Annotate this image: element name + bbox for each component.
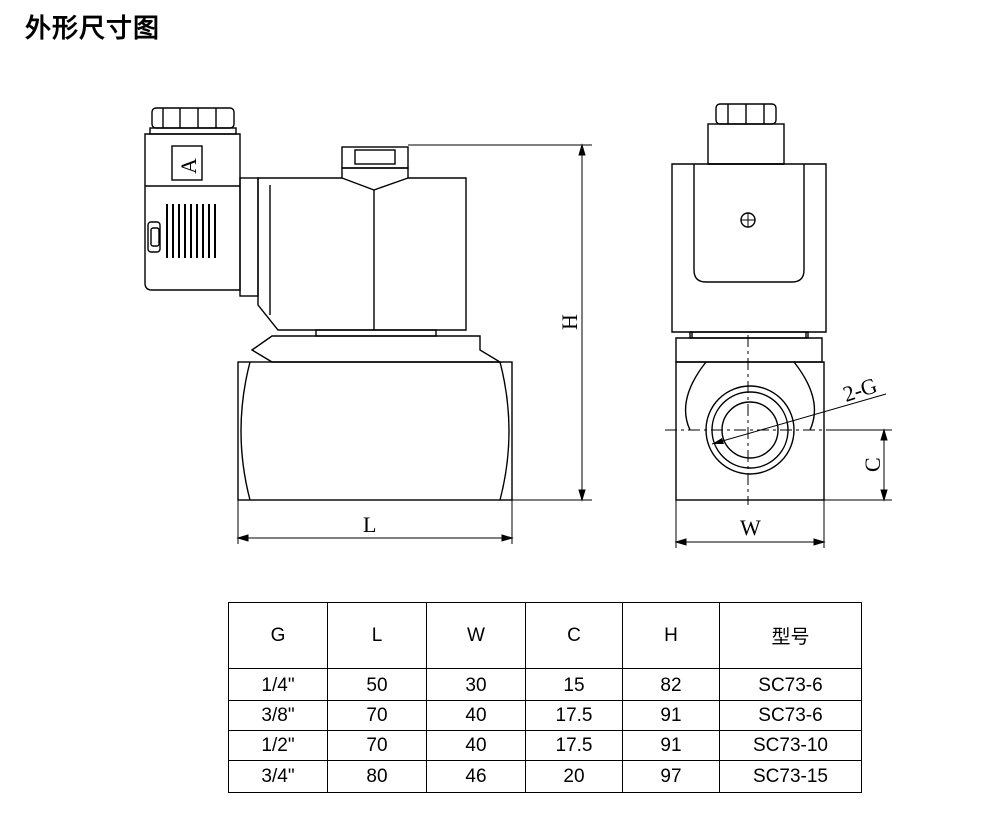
cell-h: 91 xyxy=(622,730,720,761)
cell-c: 17.5 xyxy=(525,730,623,761)
dim-label-w: W xyxy=(740,515,761,540)
page-title: 外形尺寸图 xyxy=(25,14,161,44)
table-row: 1/2" 70 40 17.5 91 SC73-10 xyxy=(228,730,862,761)
cell-h: 91 xyxy=(622,700,720,731)
dim-label-c: C xyxy=(860,457,885,472)
side-body xyxy=(675,337,825,501)
front-dimensions xyxy=(236,143,592,544)
table-row: 1/4" 50 30 15 82 SC73-6 xyxy=(228,668,862,701)
side-coil xyxy=(671,163,827,339)
col-header-c: C xyxy=(525,602,623,669)
cell-model: SC73-10 xyxy=(719,730,862,761)
side-dimensions xyxy=(674,428,892,548)
dim-label-l: L xyxy=(363,512,376,537)
cell-model: SC73-6 xyxy=(719,668,862,701)
cell-c: 15 xyxy=(525,668,623,701)
col-header-g: G xyxy=(228,602,328,669)
cell-w: 46 xyxy=(426,760,526,793)
table-row: 3/8" 70 40 17.5 91 SC73-6 xyxy=(228,700,862,731)
cell-model: SC73-6 xyxy=(719,700,862,731)
dim-label-2g: 2-G xyxy=(840,372,880,406)
coil-housing xyxy=(257,146,467,337)
centerlines xyxy=(665,335,835,505)
table-row: 3/4" 80 46 20 97 SC73-15 xyxy=(228,760,862,793)
cell-w: 30 xyxy=(426,668,526,701)
table-header-row: G L W C H 型号 xyxy=(228,602,862,669)
cell-l: 70 xyxy=(327,700,427,731)
dim-label-h: H xyxy=(557,314,582,330)
cell-g: 3/4" xyxy=(228,760,328,793)
cell-h: 82 xyxy=(622,668,720,701)
cell-c: 20 xyxy=(525,760,623,793)
col-header-l: L xyxy=(327,602,427,669)
cell-l: 50 xyxy=(327,668,427,701)
connector-body xyxy=(144,133,259,297)
coil-mark-label: A xyxy=(176,158,201,174)
cell-h: 97 xyxy=(622,760,720,793)
dimension-drawing: L W H C 2-G A xyxy=(144,103,892,548)
side-view xyxy=(665,103,887,505)
col-header-model: 型号 xyxy=(719,602,862,669)
front-view xyxy=(144,107,513,501)
connector-cap xyxy=(149,107,237,135)
cell-g: 1/4" xyxy=(228,668,328,701)
cell-g: 3/8" xyxy=(228,700,328,731)
cell-model: SC73-15 xyxy=(719,760,862,793)
cell-c: 17.5 xyxy=(525,700,623,731)
col-header-w: W xyxy=(426,602,526,669)
valve-body xyxy=(237,335,513,501)
spec-table: G L W C H 型号 1/4" 50 30 15 82 SC73-6 3/8… xyxy=(228,602,862,793)
cell-w: 40 xyxy=(426,730,526,761)
cell-w: 40 xyxy=(426,700,526,731)
side-connector xyxy=(707,103,785,165)
cell-g: 1/2" xyxy=(228,730,328,761)
cell-l: 70 xyxy=(327,730,427,761)
cell-l: 80 xyxy=(327,760,427,793)
col-header-h: H xyxy=(622,602,720,669)
